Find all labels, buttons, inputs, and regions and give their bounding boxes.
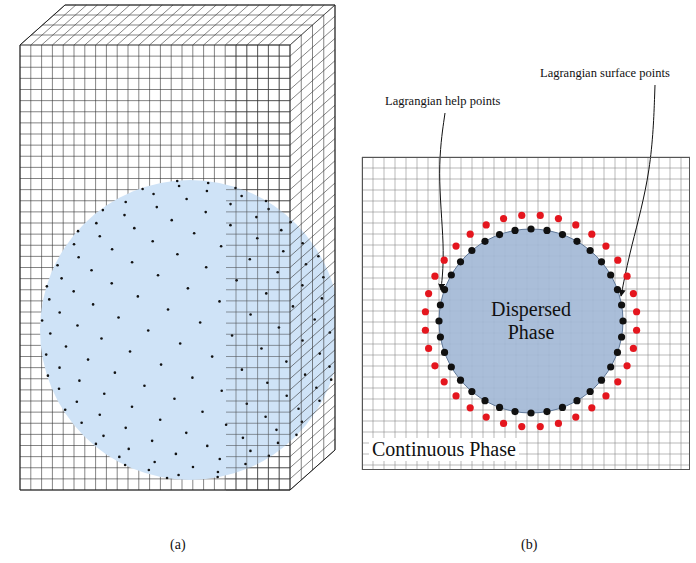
panel-label: (a) [170,537,186,553]
continuous-phase-panel: Continuous Phase Dispersed Phase [362,157,690,470]
dispersed-phase-circle: Dispersed Phase [439,229,623,413]
panel-label: (b) [521,537,537,553]
phase-label: Dispersed Phase [476,298,586,344]
phase-label: Continuous Phase [369,438,519,461]
callout-label: Lagrangian help points [385,94,500,109]
grid-block [20,5,340,490]
sphere [40,180,340,480]
callout-label: Lagrangian surface points [540,66,670,81]
leader-line [621,85,655,296]
grid-mesh [362,157,690,470]
